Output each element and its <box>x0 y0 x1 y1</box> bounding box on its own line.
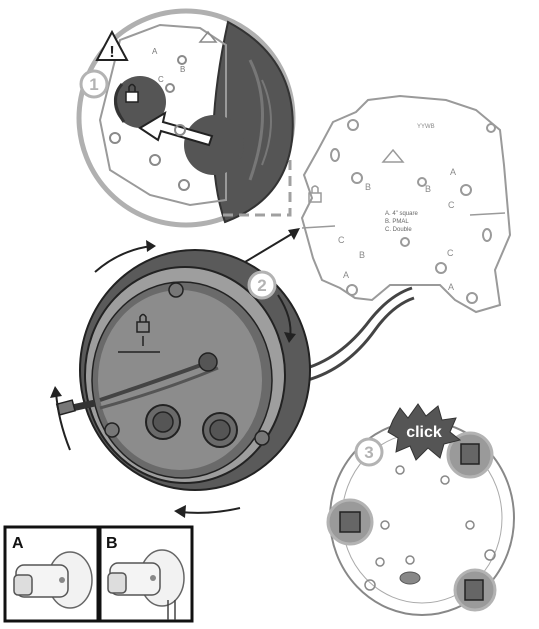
plate-model-code: YYWB <box>417 124 435 130</box>
plate-label: B <box>365 182 371 192</box>
plate-legend-line2: B. PMAL <box>385 219 409 225</box>
step1-badge: 1 <box>81 71 107 97</box>
plate-label: A <box>450 167 456 177</box>
plate-label: B <box>425 184 431 194</box>
step3-number: 3 <box>364 443 373 462</box>
step2-badge: 2 <box>249 272 275 298</box>
warning-symbol: ! <box>109 44 114 61</box>
option-b-label: B <box>106 535 118 552</box>
lock-icon <box>126 92 138 102</box>
plate-label: C <box>447 248 454 258</box>
lock-icon <box>137 322 149 332</box>
plate-label: B <box>359 250 365 260</box>
mount-option-b: B <box>100 527 192 621</box>
step3-badge: 3 <box>356 439 382 465</box>
option-a-label: A <box>12 535 24 552</box>
plate-label: A <box>343 270 349 280</box>
plate-label: A <box>152 47 158 56</box>
plate-label: C <box>158 75 164 84</box>
mount-option-a: A <box>5 527 98 621</box>
plate-legend-line3: C. Double <box>385 227 412 233</box>
step1-number: 1 <box>89 75 98 94</box>
plate-label: C <box>448 200 455 210</box>
transfer-arrow <box>240 232 295 265</box>
plate-label: A <box>448 282 454 292</box>
mounting-plate: YYWB A B C C B B C A A A. 4" square B. P… <box>302 96 510 312</box>
plate-label: B <box>180 65 185 74</box>
plate-legend-line1: A. 4" square <box>385 211 418 217</box>
plate-label: C <box>338 235 345 245</box>
click-label: click <box>406 424 442 441</box>
step2-number: 2 <box>257 276 266 295</box>
rotate-arrow <box>180 508 240 513</box>
